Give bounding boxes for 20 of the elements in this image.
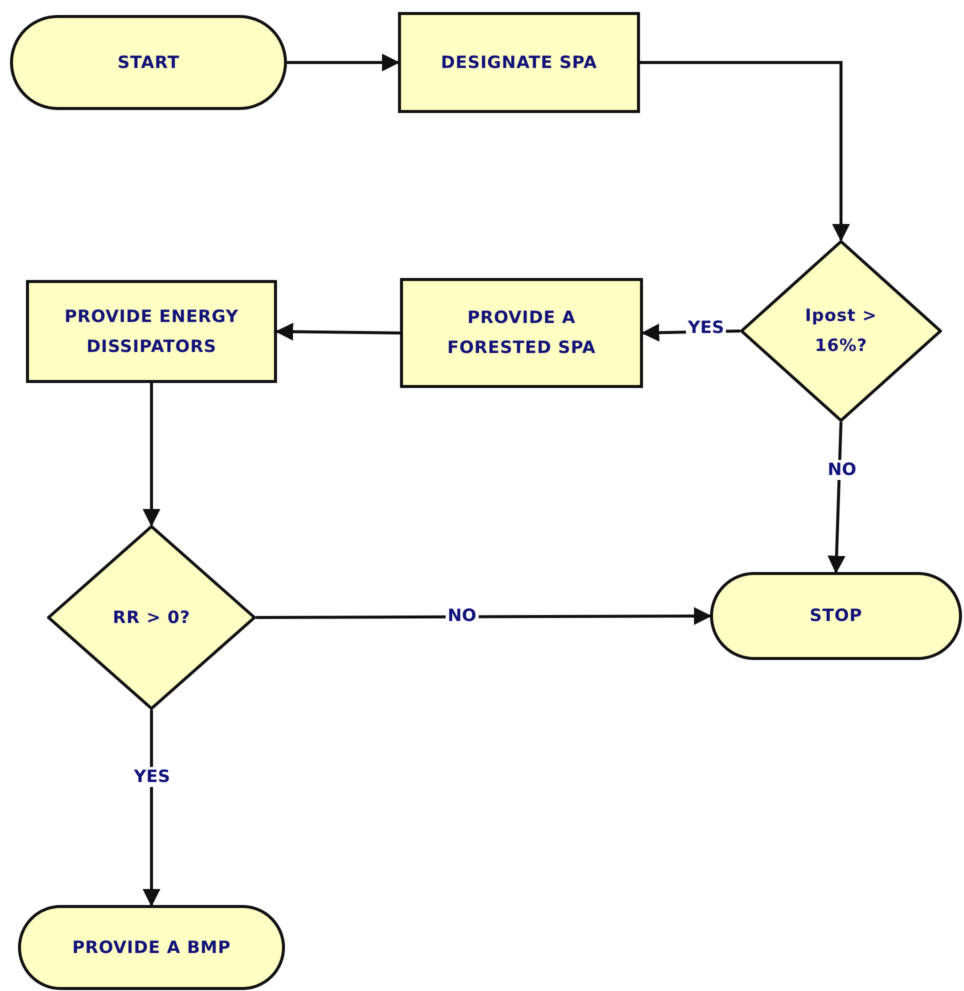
node-label: RR > 0? [112, 606, 190, 630]
arrow [828, 422, 846, 574]
arrow [142, 383, 160, 527]
process-box [400, 278, 643, 388]
arrow [275, 322, 400, 341]
node-label: DESIGNATE SPA [440, 52, 598, 74]
node-label: PROVIDE A FORESTED SPA [446, 307, 597, 360]
arrow [142, 710, 160, 907]
node-label: PROVIDE A BMP [72, 936, 231, 960]
arrow [256, 607, 712, 626]
process-box [398, 12, 640, 113]
node-label: STOP [810, 605, 862, 628]
decision-diamond [740, 240, 942, 422]
node-label: Ipost > 16%? [804, 305, 878, 358]
process-box [26, 280, 277, 383]
node-label: START [117, 52, 180, 74]
node-label: PROVIDE ENERGY DISSIPATORS [63, 306, 240, 358]
arrow [640, 61, 850, 242]
arrow [287, 54, 400, 72]
decision-diamond [47, 525, 256, 710]
